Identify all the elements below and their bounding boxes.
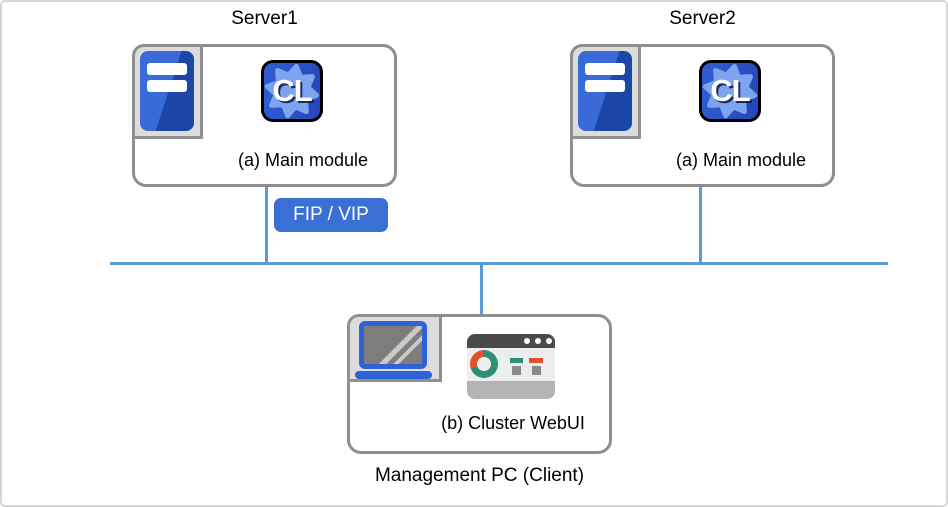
mini-chart-base [512, 366, 521, 375]
cl-icon-text: CL [710, 73, 750, 108]
mini-chart-bar-red [529, 358, 543, 363]
browser-dot-icon [535, 338, 541, 344]
mini-chart-base [532, 366, 541, 375]
server-slot-bar [147, 63, 187, 75]
browser-titlebar [467, 334, 555, 348]
server-slot-bar [585, 63, 625, 75]
server-slot-bar [147, 80, 187, 92]
cluster-app-icon: CL [699, 60, 761, 122]
mini-chart-bar-teal [510, 358, 523, 363]
network-backbone-line [110, 262, 888, 265]
donut-chart-icon [470, 350, 498, 378]
browser-dot-icon [546, 338, 552, 344]
management-pc-module-label: (b) Cluster WebUI [441, 413, 585, 433]
server-icon [140, 51, 194, 131]
laptop-icon [359, 321, 427, 369]
server1-module-label: (a) Main module [237, 150, 369, 170]
webui-browser-icon [467, 334, 555, 399]
server2-network-connector [699, 186, 702, 263]
server1-network-connector [265, 186, 268, 263]
server2-icon-tray [570, 44, 641, 139]
server-icon [578, 51, 632, 131]
server1-title: Server1 [231, 8, 298, 29]
fip-vip-badge: FIP / VIP [274, 198, 388, 232]
laptop-base [355, 371, 432, 379]
server1-icon-tray [132, 44, 203, 139]
cl-icon-text: CL [272, 73, 312, 108]
browser-content [467, 348, 555, 381]
cluster-app-icon: CL [261, 60, 323, 122]
gear-icon [264, 63, 320, 119]
server-slot-bar [585, 80, 625, 92]
browser-dot-icon [524, 338, 530, 344]
gear-icon [702, 63, 758, 119]
donut-hole [477, 357, 491, 371]
server2-title: Server2 [669, 8, 736, 29]
management-pc-network-connector [480, 264, 483, 315]
server2-module-label: (a) Main module [675, 150, 807, 170]
management-pc-caption: Management PC (Client) [374, 465, 585, 486]
